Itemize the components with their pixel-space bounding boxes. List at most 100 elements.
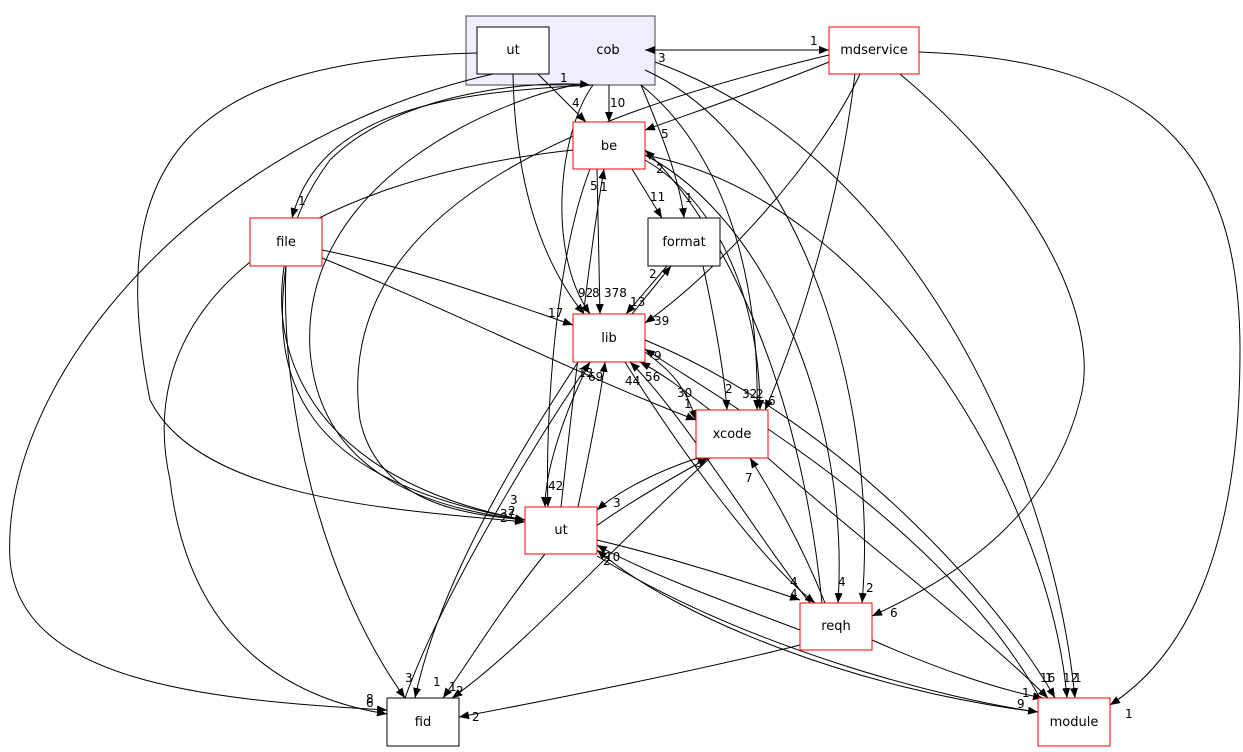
node-cob-ut-label: ut <box>506 43 519 58</box>
edge-label[interactable]: 8 <box>366 692 374 706</box>
edge-label[interactable]: 2 <box>508 504 516 518</box>
edge-label[interactable]: 5 <box>590 179 598 193</box>
edge-ut-to-fid <box>442 553 546 699</box>
edge-label[interactable]: 3 <box>405 671 413 685</box>
edge-label[interactable]: 69 <box>588 370 603 384</box>
node-be[interactable]: be <box>572 121 646 170</box>
edge-label[interactable]: 92 <box>578 286 593 300</box>
edge-label[interactable]: 3 <box>613 496 621 510</box>
node-format-label: format <box>662 235 705 250</box>
edge-label[interactable]: 6 <box>768 394 776 408</box>
edge-label[interactable]: 2 <box>725 382 733 396</box>
edge-label[interactable]: 42 <box>548 479 563 493</box>
edge-label[interactable]: 10 <box>610 96 625 110</box>
edge-lib-to-module <box>644 339 1056 699</box>
edge-label[interactable]: 3 <box>510 493 518 507</box>
edge-label[interactable]: 30 <box>677 386 692 400</box>
edge-label[interactable]: 56 <box>645 370 660 384</box>
node-ut[interactable]: ut <box>524 506 598 555</box>
edge-label[interactable]: 12 <box>1063 671 1078 685</box>
node-file[interactable]: file <box>249 217 323 267</box>
edges-layer <box>9 46 1241 720</box>
edge-xcode-to-lib <box>639 361 711 411</box>
edge-label[interactable]: 8 <box>592 286 600 300</box>
edge-label[interactable]: 1 <box>1074 671 1082 685</box>
edge-label[interactable]: 1 <box>433 675 441 689</box>
edge-be-to-xcode <box>644 159 764 411</box>
edge-be-to-reqh <box>644 154 843 604</box>
edge-label[interactable]: 4 <box>790 575 798 589</box>
edge-label[interactable]: 2 <box>500 511 508 525</box>
edge-label[interactable]: 1 <box>685 191 693 205</box>
edge-cob-to-lib <box>561 84 594 315</box>
edge-cob-to-file <box>290 84 594 219</box>
edge-label[interactable]: 44 <box>625 374 640 388</box>
edge-label[interactable]: 1 <box>810 34 818 48</box>
edge-label[interactable]: 3 <box>658 51 666 65</box>
edge-reqh-to-module <box>871 639 1044 701</box>
edge-mdservice-to-be <box>644 61 830 131</box>
edge-cob-ut-to-lib <box>512 73 585 315</box>
edge-lib-to-ut <box>541 361 591 508</box>
node-module[interactable]: module <box>1037 697 1111 747</box>
node-reqh[interactable]: reqh <box>799 602 873 651</box>
edge-mdservice-to-module <box>918 51 1241 706</box>
node-lib[interactable]: lib <box>572 313 646 363</box>
edge-label[interactable]: 6 <box>890 606 898 620</box>
edge-label[interactable]: 32 <box>742 387 757 401</box>
edge-label[interactable]: 7 <box>745 471 753 485</box>
edge-mdservice-to-ut <box>357 54 830 523</box>
edge-label[interactable]: 37 <box>500 507 515 521</box>
node-xcode-label: xcode <box>713 427 752 442</box>
edge-cob-ut-to-ut <box>137 52 526 526</box>
edge-label[interactable]: 39 <box>654 314 669 328</box>
edge-label[interactable]: 4 <box>572 96 580 110</box>
edge-ut-to-reqh <box>596 539 801 601</box>
edge-label[interactable]: 9 <box>1017 697 1025 711</box>
edge-xcode-to-module <box>767 457 1049 699</box>
edge-ut-to-module <box>596 555 1039 715</box>
edge-ut-to-cob <box>281 80 591 521</box>
node-format[interactable]: format <box>647 217 721 267</box>
edge-label[interactable]: 1 <box>684 397 692 411</box>
node-mdservice-label: mdservice <box>840 43 907 58</box>
edge-label[interactable]: 17 <box>548 306 563 320</box>
edge-label[interactable]: 3 <box>695 456 703 470</box>
node-mdservice[interactable]: mdservice <box>828 26 920 75</box>
edge-reqh-to-be <box>644 149 823 604</box>
edge-label[interactable]: 4 <box>790 587 798 601</box>
node-fid[interactable]: fid <box>386 697 460 747</box>
edge-label[interactable]: 9 <box>654 349 662 363</box>
edge-label[interactable]: 2 <box>649 267 657 281</box>
edge-label[interactable]: 16 <box>1040 671 1055 685</box>
node-ut-label: ut <box>554 523 567 538</box>
node-xcode[interactable]: xcode <box>695 409 769 459</box>
edge-lib-to-fid <box>413 361 579 699</box>
edge-label[interactable]: 6 <box>366 696 374 710</box>
edge-label[interactable]: 1 <box>600 180 608 194</box>
edge-label[interactable]: 1 <box>1125 707 1133 721</box>
edge-label[interactable]: 2 <box>603 554 611 568</box>
node-cob-ut[interactable]: ut <box>476 26 550 75</box>
edge-label[interactable]: 2 <box>756 387 764 401</box>
edge-label[interactable]: 378 <box>604 286 627 300</box>
edge-label[interactable]: 10 <box>605 550 620 564</box>
edge-label[interactable]: 13 <box>578 366 593 380</box>
edge-label[interactable]: 13 <box>630 295 645 309</box>
edge-label[interactable]: 1 <box>449 680 457 694</box>
edge-label[interactable]: 2 <box>472 710 480 724</box>
edge-mdservice-to-xcode <box>764 73 856 411</box>
edge-label[interactable]: 1 <box>298 194 306 208</box>
edge-label[interactable]: 4 <box>838 575 846 589</box>
edge-label[interactable]: 5 <box>661 127 669 141</box>
edge-file-to-ut <box>281 265 526 523</box>
edge-label[interactable]: 1 <box>1045 671 1053 685</box>
edge-label[interactable]: 1 <box>560 71 568 85</box>
edge-label[interactable]: 2 <box>656 162 664 176</box>
edge-label[interactable]: 2 <box>456 684 464 698</box>
node-be-label: be <box>601 139 617 154</box>
edge-label[interactable]: 1 <box>1022 686 1030 700</box>
edge-label[interactable]: 11 <box>650 190 665 204</box>
edge-label[interactable]: 2 <box>866 581 874 595</box>
edge-cob-to-format <box>640 84 687 219</box>
